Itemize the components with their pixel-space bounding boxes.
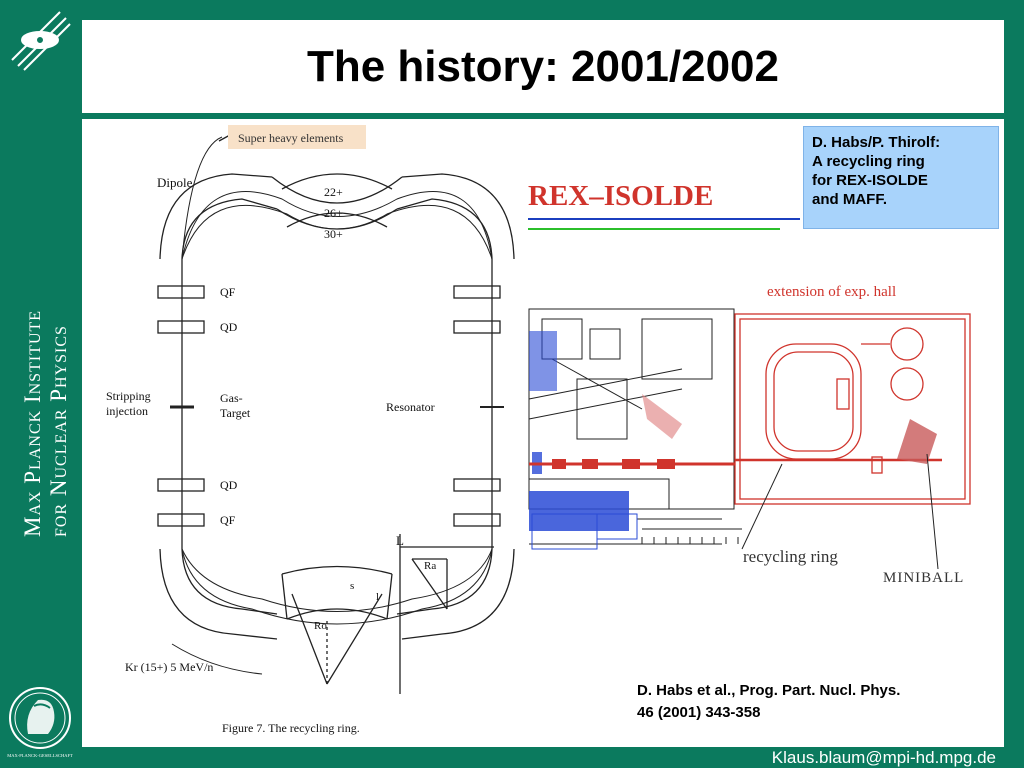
stripping-label-2: injection (106, 404, 148, 418)
gas-label-2: Target (220, 406, 251, 420)
radius-a-label: Ra (424, 560, 436, 572)
figure-canvas: Super heavy elements Dipole 22+ 26+ 30+ … (106, 125, 971, 735)
reference-line: A recycling ring (812, 153, 925, 170)
minerva-seal-icon: MAX-PLANCK-GESELLSCHAFT (7, 687, 73, 758)
slide-title: The history: 2001/2002 (306, 41, 779, 91)
qf-bottom-label: QF (220, 513, 236, 527)
super-heavy-label: Super heavy elements (238, 131, 344, 145)
institute-line-2: for Nuclear Physics (46, 325, 71, 537)
super-heavy-label-box (228, 125, 366, 149)
figure-caption: Figure 7. The recycling ring. (222, 721, 360, 735)
institute-line-1: Max Planck Institute (20, 310, 45, 537)
dipole-label: Dipole (157, 175, 193, 190)
citation: D. Habs et al., Prog. Part. Nucl. Phys. … (637, 680, 997, 724)
recycling-ring-label: recycling ring (743, 547, 838, 566)
qf-top-label: QF (220, 285, 236, 299)
charge-26-label: 26+ (324, 206, 343, 220)
gas-label-1: Gas- (220, 391, 243, 405)
title-bar: The history: 2001/2002 (82, 20, 1004, 113)
miniball-label: MINIBALL (883, 570, 964, 586)
reference-box: D. Habs/P. Thirolf: A recycling ring for… (803, 126, 999, 229)
reference-line: for REX-ISOLDE (812, 172, 928, 189)
mpg-logo-icon (11, 11, 71, 71)
footer-email[interactable]: Klaus.blaum@mpi-hd.mpg.de (771, 748, 996, 767)
seal-caption: MAX-PLANCK-GESELLSCHAFT (7, 753, 73, 758)
reference-line: and MAFF. (812, 191, 887, 208)
rex-isolde-logo: REX–ISOLDE (528, 180, 713, 212)
charge-22-label: 22+ (324, 185, 343, 199)
stripping-label-1: Stripping (106, 389, 151, 403)
length-label: L (396, 533, 404, 548)
hall-layout: REX–ISOLDE extension of exp. hall (528, 180, 971, 586)
s-label: s (350, 580, 354, 592)
radius-o-label: Ro (314, 620, 327, 632)
qd-top-label: QD (220, 320, 238, 334)
beam-label: Kr (15+) 5 MeV/n (125, 660, 213, 674)
qd-bottom-label: QD (220, 478, 238, 492)
citation-line: 46 (2001) 343-358 (637, 704, 761, 721)
institute-name: Max Planck Institute for Nuclear Physics (20, 310, 71, 537)
l-label: l (376, 591, 379, 603)
resonator-label: Resonator (386, 400, 435, 414)
citation-line: D. Habs et al., Prog. Part. Nucl. Phys. (637, 682, 901, 699)
recycling-ring-diagram (157, 134, 515, 694)
reference-line: D. Habs/P. Thirolf: (812, 134, 941, 151)
extension-label: extension of exp. hall (767, 284, 896, 300)
charge-30-label: 30+ (324, 227, 343, 241)
